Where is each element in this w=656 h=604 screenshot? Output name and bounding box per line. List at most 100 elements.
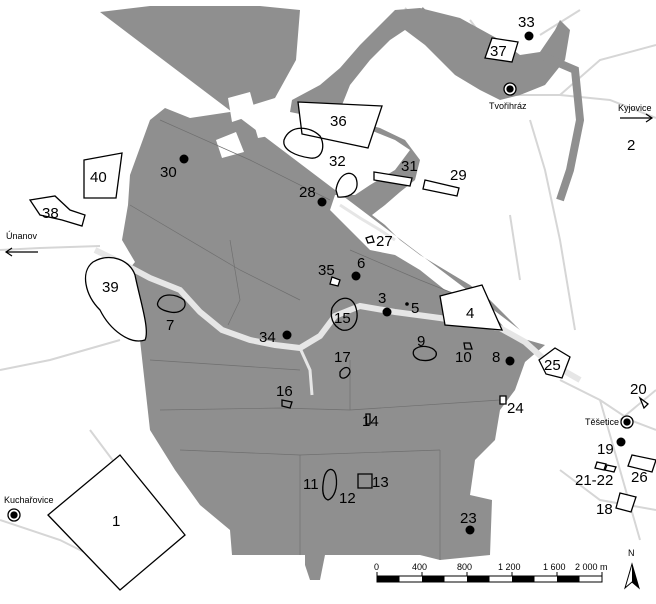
site-32-polygon <box>335 172 358 198</box>
site-label-36: 36 <box>330 113 347 130</box>
site-label-5: 5 <box>411 300 419 317</box>
site-label-10: 10 <box>455 349 472 366</box>
site-label-30: 30 <box>160 164 177 181</box>
site-label-31: 31 <box>401 158 418 175</box>
site-25-polygon <box>538 347 571 379</box>
site-label-29: 29 <box>450 167 467 184</box>
site-points <box>179 31 626 535</box>
site-24-polygon <box>499 395 507 405</box>
site-7-outline <box>156 294 186 314</box>
place-tesetice: Těšetice <box>585 417 619 427</box>
village-kucharovice-icon <box>7 508 21 522</box>
site-label-14: 14 <box>362 413 379 430</box>
site-label-12: 12 <box>339 490 356 507</box>
village-tvorihraz-icon <box>503 82 517 96</box>
site-35-polygon <box>329 276 341 287</box>
site-9-outline <box>412 345 437 362</box>
site-20-polygon <box>638 396 649 410</box>
river-branch <box>298 347 314 396</box>
site-10-outline <box>463 342 473 350</box>
site-labels: 1 2 3 4 5 6 7 8 9 10 11 12 13 14 15 16 1… <box>42 14 648 530</box>
site-40-polygon <box>83 152 123 199</box>
site-16-outline <box>281 399 293 409</box>
site-label-1: 1 <box>112 513 120 530</box>
site-label-18: 18 <box>596 501 613 518</box>
site-1-polygon <box>47 454 186 591</box>
site-label-21-22: 21-22 <box>575 472 613 489</box>
site-label-37: 37 <box>490 43 507 60</box>
scale-bar: 0 400 800 1 200 1 600 2 000 m <box>374 562 608 583</box>
scale-tick-800: 800 <box>457 562 472 572</box>
site-label-25: 25 <box>544 357 561 374</box>
place-unanov: Únanov <box>6 231 38 241</box>
place-names: Tvořihráz Kyjovice Únanov Těšetice Kucha… <box>4 101 652 505</box>
site-label-35: 35 <box>318 262 335 279</box>
site-label-34: 34 <box>259 329 276 346</box>
cleared-patches <box>120 50 530 246</box>
site-13-outline <box>357 473 373 489</box>
site-label-13: 13 <box>372 474 389 491</box>
site-label-19: 19 <box>597 441 614 458</box>
scale-tick-400: 400 <box>412 562 427 572</box>
site-label-20: 20 <box>630 381 647 398</box>
site-label-40: 40 <box>90 169 107 186</box>
site-label-26: 26 <box>631 469 648 486</box>
site-39-polygon <box>84 257 147 342</box>
site-polygons <box>28 37 656 591</box>
site-38-polygon <box>28 195 86 227</box>
site-label-28: 28 <box>299 184 316 201</box>
ne-streams <box>417 7 585 202</box>
site-label-16: 16 <box>276 383 293 400</box>
site-15-outline <box>330 297 358 331</box>
site-14-outline <box>365 413 371 425</box>
north-arrow-icon: N <box>624 548 640 590</box>
scale-tick-2000: 2 000 m <box>575 562 608 572</box>
site-label-2: 2 <box>627 137 635 154</box>
north-label: N <box>628 548 635 558</box>
site-label-8: 8 <box>492 349 500 366</box>
site-label-24: 24 <box>507 400 524 417</box>
scale-tick-0: 0 <box>374 562 379 572</box>
site-21-22-polygon-a <box>594 461 607 471</box>
site-37-polygon <box>484 37 519 63</box>
site-26-polygon <box>627 454 656 473</box>
site-label-15: 15 <box>334 310 351 327</box>
site-label-32: 32 <box>329 153 346 170</box>
study-area <box>100 6 570 580</box>
place-kucharovice: Kuchařovice <box>4 495 54 505</box>
place-kyjovice: Kyjovice <box>618 103 652 113</box>
site-30-outline <box>283 127 324 159</box>
site-label-33: 33 <box>518 14 535 31</box>
arrow-left-icon <box>4 247 38 257</box>
village-symbols <box>7 82 634 522</box>
arrow-right-icon <box>620 113 654 123</box>
scale-tick-1600: 1 600 <box>543 562 566 572</box>
site-18-polygon <box>615 492 637 513</box>
site-label-9: 9 <box>417 333 425 350</box>
site-label-27: 27 <box>376 233 393 250</box>
site-label-23: 23 <box>460 510 477 527</box>
site-label-39: 39 <box>102 279 119 296</box>
site-label-6: 6 <box>357 255 365 272</box>
site-4-polygon <box>439 284 504 331</box>
direction-arrows <box>4 113 654 257</box>
site-11-outline <box>322 468 338 501</box>
site-label-38: 38 <box>42 205 59 222</box>
scale-tick-1200: 1 200 <box>498 562 521 572</box>
site-label-3: 3 <box>378 290 386 307</box>
site-label-17: 17 <box>334 349 351 366</box>
site-27-polygon <box>365 235 375 244</box>
place-tvorihraz: Tvořihráz <box>489 101 527 111</box>
site-31-polygon <box>373 171 413 187</box>
site-29-polygon <box>422 179 460 197</box>
site-label-11: 11 <box>303 476 319 493</box>
section-lines <box>129 119 501 560</box>
site-label-7: 7 <box>166 317 174 334</box>
river-branch-north <box>339 203 396 242</box>
village-tesetice-icon <box>620 415 634 429</box>
site-label-4: 4 <box>466 305 474 322</box>
site-21-22-polygon-b <box>604 464 617 473</box>
site-36-polygon <box>297 101 383 149</box>
site-17-outline <box>339 366 351 379</box>
